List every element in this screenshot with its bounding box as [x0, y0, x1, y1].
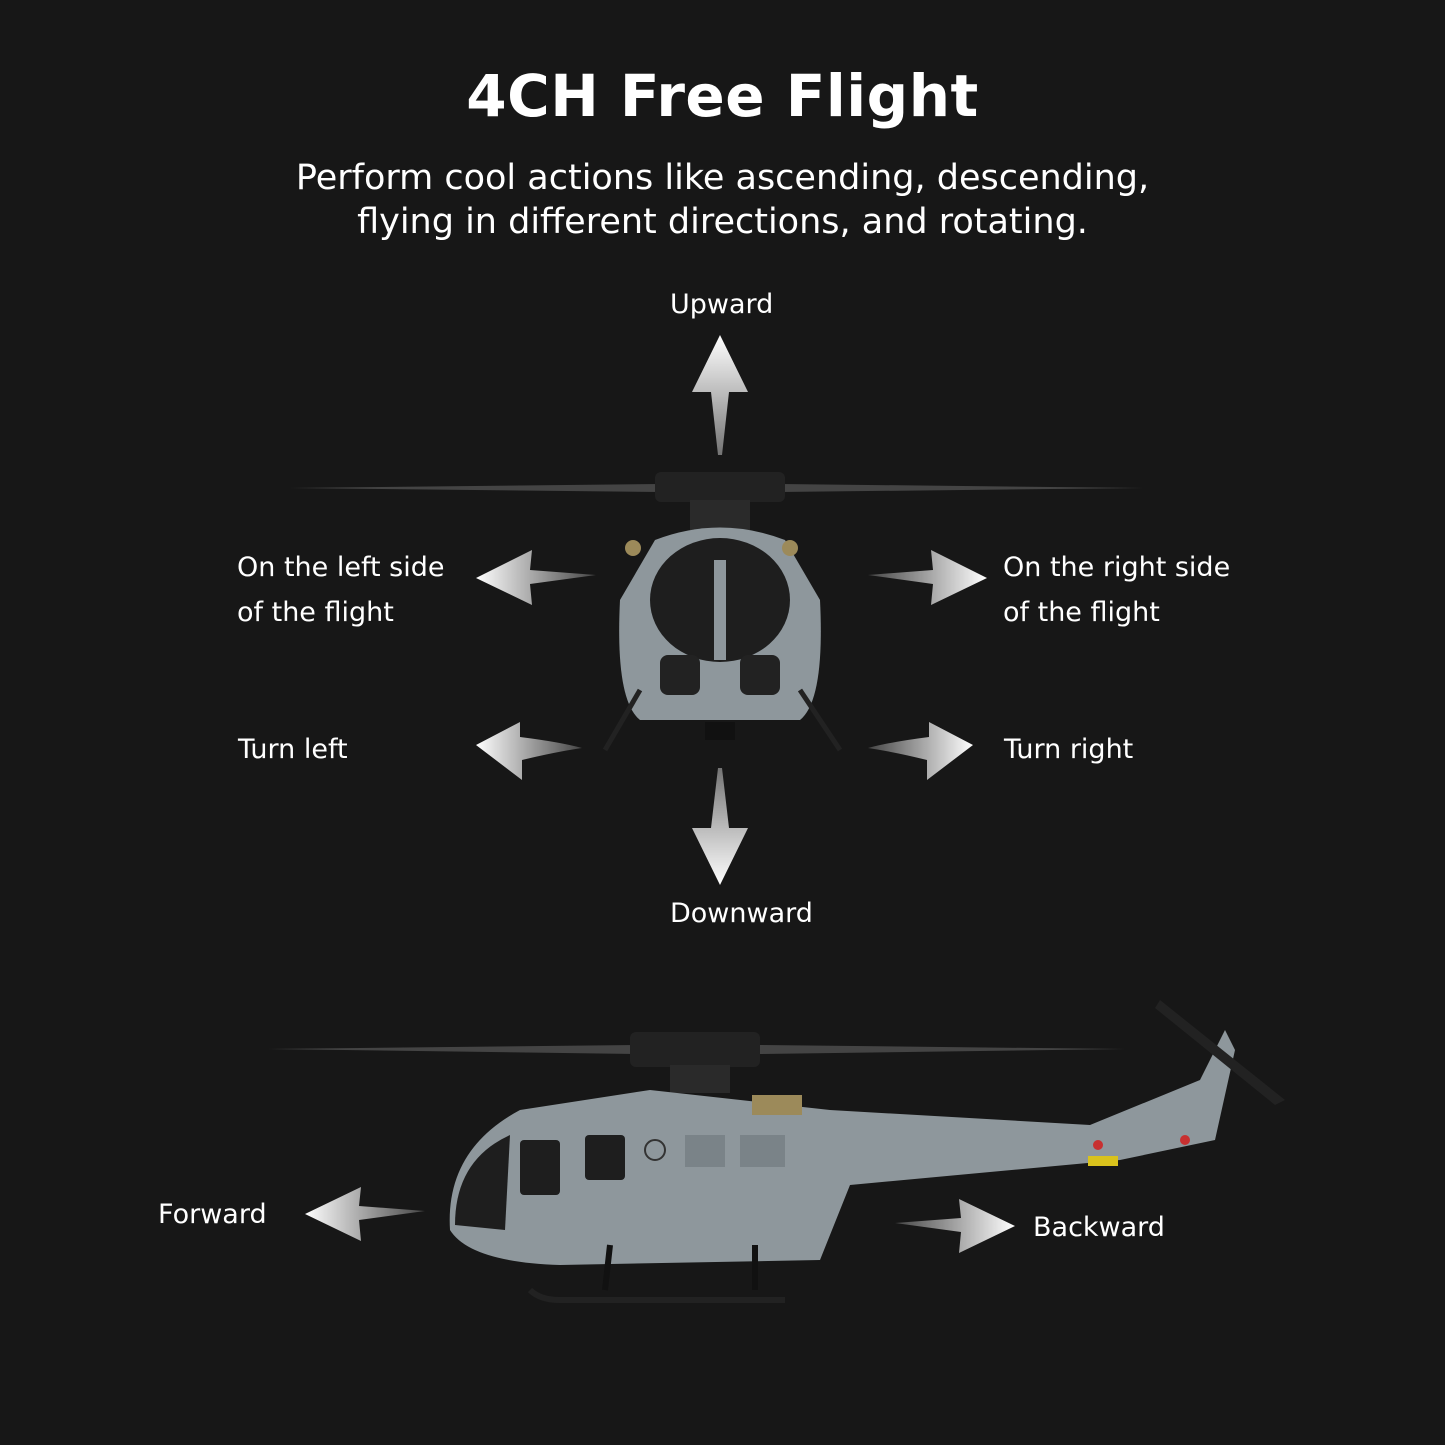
arrow-forward-icon [305, 1187, 425, 1241]
label-backward: Backward [1033, 1212, 1165, 1243]
arrow-left-icon [476, 550, 596, 605]
label-left-side-line-1: On the left side [237, 552, 445, 583]
label-right-side-line-1: On the right side [1003, 552, 1231, 583]
label-upward: Upward [670, 289, 774, 320]
subtitle-line-1: Perform cool actions like ascending, des… [295, 158, 1150, 198]
helicopter-front-view [290, 472, 1148, 752]
page-title: 4CH Free Flight [466, 62, 979, 130]
label-turn-right: Turn right [1004, 734, 1134, 765]
subtitle-line-2: flying in different directions, and rota… [357, 202, 1088, 242]
arrow-backward-icon [895, 1199, 1015, 1253]
label-left-side: On the left side of the flight [237, 545, 444, 635]
label-downward: Downward [670, 898, 813, 929]
label-left-side-line-2: of the flight [237, 597, 394, 628]
label-turn-left: Turn left [238, 734, 348, 765]
label-right-side: On the right side of the flight [1003, 545, 1230, 635]
helicopter-side-view [268, 1000, 1285, 1303]
arrow-down-icon [692, 768, 748, 885]
arrow-right-icon [868, 550, 987, 605]
label-forward: Forward [158, 1199, 267, 1230]
label-right-side-line-2: of the flight [1003, 597, 1160, 628]
turn-left-arrow-icon [476, 722, 582, 780]
turn-right-arrow-icon [868, 722, 973, 780]
subtitle: Perform cool actions like ascending, des… [0, 156, 1445, 244]
arrow-up-icon [692, 335, 748, 455]
